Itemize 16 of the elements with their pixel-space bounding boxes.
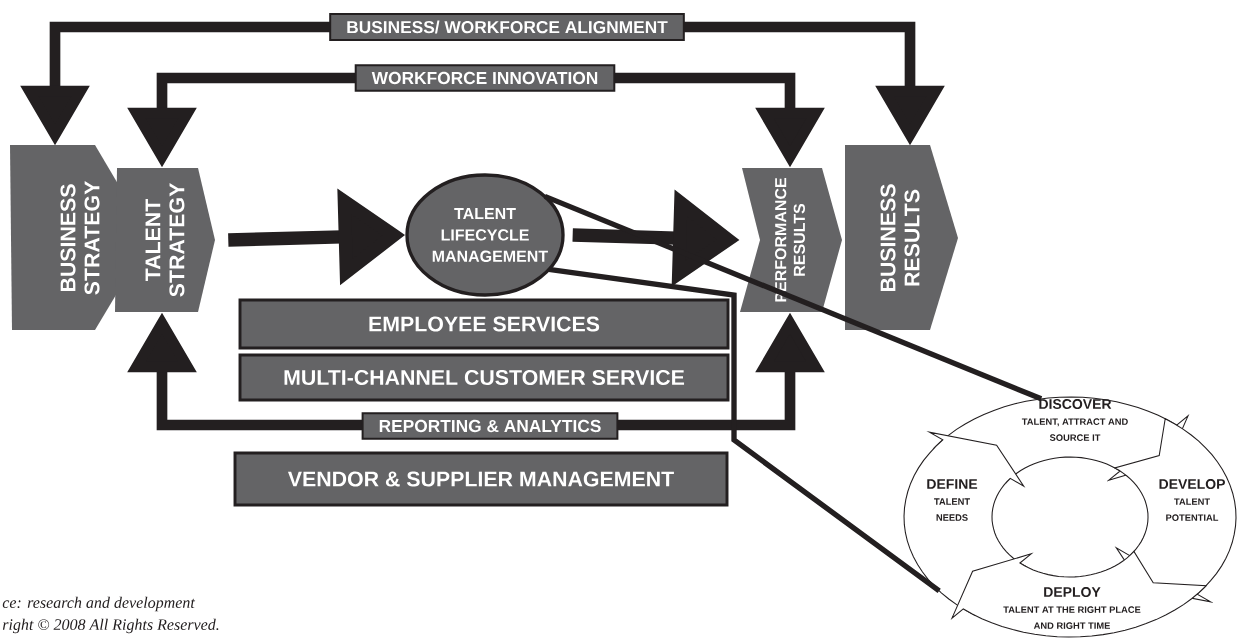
chevron-box: TALENT STRATEGY — [115, 168, 215, 312]
edge-label: REPORTING & ANALYTICS — [361, 412, 619, 440]
chevron-box: PERFORMANCE RESULTS — [740, 168, 842, 312]
source-note: right © 2008 All Rights Reserved. — [2, 618, 219, 634]
edge-label: WORKFORCE INNOVATION — [354, 64, 616, 92]
node-label: DEPLOY — [1044, 587, 1101, 597]
leader-line — [548, 266, 941, 594]
leader-line — [543, 193, 1043, 402]
edge-label: BUSINESS/ WORKFORCE ALIGNMENT — [329, 12, 685, 42]
service-box: EMPLOYEE SERVICES — [238, 298, 730, 350]
node-label: TALENT POTENTIAL — [1166, 498, 1219, 521]
source-note: ce: research and development — [2, 596, 196, 612]
node-label: BUSINESS STRATEGY — [60, 181, 100, 295]
service-box: VENDOR & SUPPLIER MANAGEMENT — [233, 451, 729, 507]
chevron-box: BUSINESS RESULTS — [845, 145, 958, 330]
service-box: MULTI-CHANNEL CUSTOMER SERVICE — [238, 353, 730, 402]
